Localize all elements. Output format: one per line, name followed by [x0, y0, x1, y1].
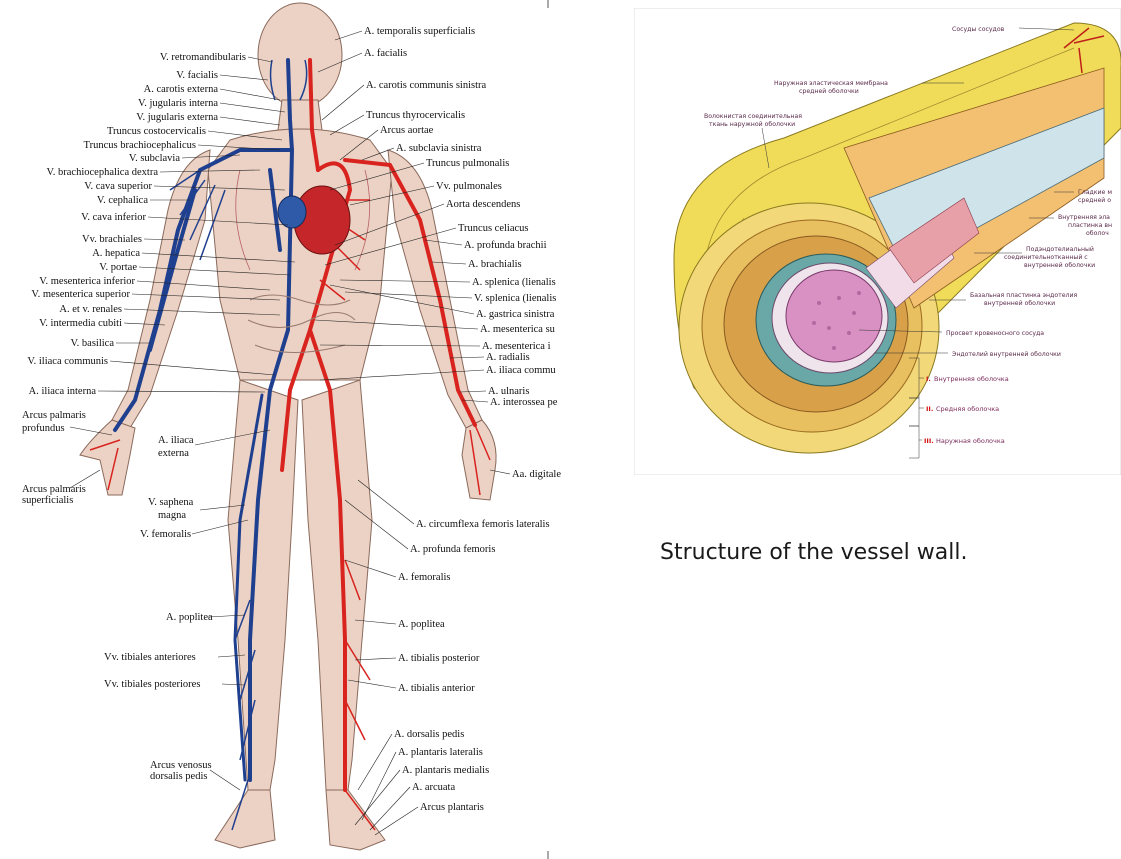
label-a-plantaris-medialis: A. plantaris medialis [402, 765, 489, 776]
label-fibrous-1: Волокнистая соединительная [704, 113, 802, 120]
label-truncus-costocervicalis: Truncus costocervicalis [107, 126, 206, 137]
label-basal-lamina-1: Базальная пластинка эндотелия [970, 292, 1077, 299]
label-v-subclavia: V. subclavia [129, 153, 180, 164]
label-arcus-palmaris-superficialis-1: Arcus palmaris [22, 484, 86, 495]
label-a-poplitea-left: A. poplitea [166, 612, 213, 623]
label-v-femoralis: V. femoralis [140, 529, 191, 540]
label-a-circumflexa-femoris-lateralis: A. circumflexa femoris lateralis [416, 519, 550, 530]
label-vv-tibiales-anteriores: Vv. tibiales anteriores [104, 652, 196, 663]
label-a-profunda-femoris: A. profunda femoris [410, 544, 495, 555]
label-v-mesenterica-superior: V. mesenterica superior [31, 289, 130, 300]
label-v-mesenterica-inferior: V. mesenterica inferior [39, 276, 135, 287]
label-layer-3: Наружная оболочка [936, 437, 1005, 445]
label-arcus-plantaris: Arcus plantaris [420, 802, 484, 813]
label-arcus-palmaris-superficialis-2: superficialis [22, 495, 73, 506]
label-v-jugularis-externa: V. jugularis externa [136, 112, 218, 123]
label-endothelium: Эндотелий внутренней оболочки [952, 350, 1061, 358]
label-a-interossea: A. interossea pe [490, 397, 558, 408]
label-basal-lamina-2: внутренней оболочки [984, 299, 1055, 307]
label-v-portae: V. portae [99, 262, 137, 273]
label-subendo-1: Подэндотелиальный [1026, 245, 1094, 253]
label-v-intermedia-cubiti: V. intermedia cubiti [39, 318, 122, 329]
label-a-femoralis: A. femoralis [398, 572, 451, 583]
label-arcus-venosus-1: Arcus venosus [150, 760, 212, 771]
label-a-mesenterica-inferior: A. mesenterica i [482, 341, 551, 352]
label-v-cava-inferior: V. cava inferior [81, 212, 146, 223]
label-a-iliaca-externa-2: externa [158, 448, 189, 459]
label-v-facialis: V. facialis [176, 70, 218, 81]
label-vv-pulmonales: Vv. pulmonales [436, 181, 502, 192]
label-v-splenica: V. splenica (lienalis [474, 293, 556, 304]
label-truncus-celiacus: Truncus celiacus [458, 223, 528, 234]
label-arcus-venosus-2: dorsalis pedis [150, 771, 207, 782]
label-int-elastic-1: Внутренняя эла [1058, 214, 1110, 221]
label-int-elastic-3: оболоч [1086, 229, 1109, 237]
body-illustration: V. retromandibularis V. facialis A. caro… [0, 0, 565, 859]
label-ext-elastic-1: Наружная эластическая мембрана [774, 79, 888, 87]
label-a-temporalis-superficialis: A. temporalis superficialis [364, 26, 475, 37]
label-a-ulnaris: A. ulnaris [488, 386, 529, 397]
label-v-iliaca-communis: V. iliaca communis [27, 356, 108, 367]
label-a-tibialis-anterior: A. tibialis anterior [398, 683, 475, 694]
label-a-radialis: A. radialis [486, 352, 530, 363]
label-v-saphena-magna-1: V. saphena [148, 497, 194, 508]
label-a-plantaris-lateralis: A. plantaris lateralis [398, 747, 483, 758]
label-v-brachiocephalica-dextra: V. brachiocephalica dextra [47, 167, 159, 178]
label-a-profunda-brachii: A. profunda brachii [464, 240, 547, 251]
label-a-carotis-externa: A. carotis externa [144, 84, 219, 95]
label-smooth-muscle-1: Гладкие м [1078, 189, 1112, 196]
label-v-cava-superior: V. cava superior [84, 181, 152, 192]
label-a-arcuata: A. arcuata [412, 782, 455, 793]
label-layer-1-num: I. [926, 375, 931, 383]
label-truncus-pulmonalis: Truncus pulmonalis [426, 158, 509, 169]
label-a-hepatica: A. hepatica [92, 248, 140, 259]
label-aorta-descendens: Aorta descendens [446, 199, 520, 210]
label-a-tibialis-posterior: A. tibialis posterior [398, 653, 480, 664]
label-v-retromandibularis: V. retromandibularis [160, 52, 246, 63]
label-subendo-2: соединительнотканный с [1004, 253, 1088, 261]
label-a-subclavia-sinistra: A. subclavia sinistra [396, 143, 482, 154]
label-a-et-v-renales: A. et v. renales [59, 304, 122, 315]
label-a-iliaca-communis: A. iliaca commu [486, 365, 556, 376]
label-ext-elastic-2: средней оболочки [799, 87, 859, 95]
label-layer-2: Средняя оболочка [936, 405, 999, 413]
label-layer-3-num: III. [924, 437, 934, 445]
vessel-wall-illustration: Сосуды сосудов Наружная эластическая мем… [634, 8, 1121, 475]
label-a-gastrica-sinistra: A. gastrica sinistra [476, 309, 555, 320]
vessel-wall-figure: Сосуды сосудов Наружная эластическая мем… [634, 8, 1121, 475]
label-layer-2-num: II. [926, 405, 933, 413]
label-v-cephalica: V. cephalica [97, 195, 148, 206]
label-a-poplitea-right: A. poplitea [398, 619, 445, 630]
label-v-jugularis-interna: V. jugularis interna [138, 98, 218, 109]
label-subendo-3: внутренней оболочки [1024, 261, 1095, 269]
label-lumen: Просвет кровеносного сосуда [946, 330, 1044, 337]
label-a-facialis: A. facialis [364, 48, 407, 59]
label-a-splenica: A. splenica (lienalis [472, 277, 556, 288]
label-arcus-palmaris-profundus-1: Arcus palmaris [22, 410, 86, 421]
label-arcus-aortae: Arcus aortae [380, 125, 434, 136]
label-truncus-thyrocervicalis: Truncus thyrocervicalis [366, 110, 465, 121]
figure-caption: Structure of the vessel wall. [660, 540, 967, 565]
label-layer-1: Внутренняя оболочка [934, 375, 1009, 383]
label-a-carotis-communis-sinistra: A. carotis communis sinistra [366, 80, 486, 91]
label-vv-brachiales: Vv. brachiales [82, 234, 142, 245]
label-v-basilica: V. basilica [70, 338, 114, 349]
label-arcus-palmaris-profundus-2: profundus [22, 423, 65, 434]
label-a-dorsalis-pedis: A. dorsalis pedis [394, 729, 464, 740]
label-a-iliaca-externa-1: A. iliaca [158, 435, 194, 446]
label-smooth-muscle-2: средней о [1078, 196, 1111, 204]
label-aa-digitales: Aa. digitale [512, 469, 561, 480]
label-a-iliaca-interna: A. iliaca interna [29, 386, 97, 397]
label-v-saphena-magna-2: magna [158, 510, 186, 521]
label-truncus-brachiocephalicus: Truncus brachiocephalicus [84, 140, 196, 151]
label-fibrous-2: ткань наружной оболочки [709, 120, 795, 128]
circulatory-system-figure: V. retromandibularis V. facialis A. caro… [0, 0, 565, 859]
label-a-mesenterica-superior: A. mesenterica su [480, 324, 556, 335]
label-int-elastic-2: пластинка вн [1068, 222, 1112, 229]
label-vv-tibiales-posteriores: Vv. tibiales posteriores [104, 679, 200, 690]
label-a-brachialis: A. brachialis [468, 259, 522, 270]
label-vasa-vasorum: Сосуды сосудов [952, 26, 1005, 33]
